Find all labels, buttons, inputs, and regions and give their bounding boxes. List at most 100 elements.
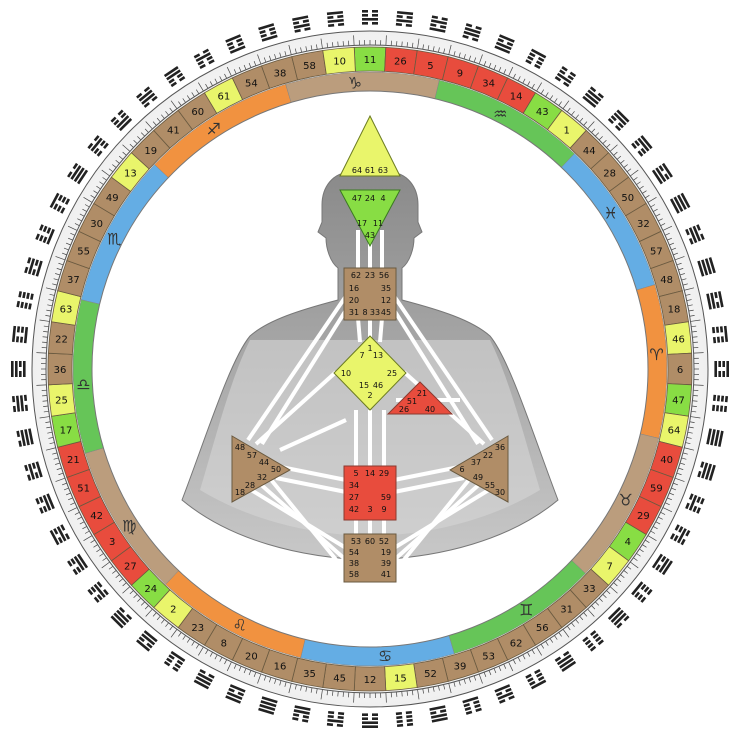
- center-gate-number: 20: [349, 296, 359, 305]
- zodiac-symbol: ♊: [519, 601, 533, 620]
- gate-number: 56: [536, 623, 549, 634]
- gate-number: 55: [77, 246, 90, 257]
- gate-number: 21: [67, 455, 80, 466]
- zodiac-symbol: ♏: [107, 230, 121, 249]
- zodiac-symbol: ♑: [348, 73, 362, 92]
- hexagram-icon: [292, 705, 311, 722]
- center-gate-number: 35: [381, 284, 391, 293]
- center-gate-number: 13: [373, 351, 383, 360]
- gate-number: 45: [333, 674, 346, 685]
- hexagram-icon: [712, 326, 728, 343]
- hexagram-icon: [685, 493, 705, 513]
- hexagram-icon: [706, 291, 723, 310]
- gate-number: 6: [677, 365, 683, 376]
- hexagram-icon: [582, 86, 604, 107]
- center-gate-number: 56: [379, 271, 389, 280]
- center-gate-number: 29: [379, 469, 389, 478]
- hexagram-icon: [87, 135, 108, 157]
- center-gate-number: 9: [381, 505, 386, 514]
- zodiac-symbol: ♈: [649, 345, 663, 364]
- hexagram-icon: [12, 395, 28, 412]
- hexagram-icon: [494, 684, 514, 704]
- gate-number: 33: [583, 584, 596, 595]
- hexagram-icon: [670, 193, 690, 214]
- hexagram-icon: [555, 651, 576, 672]
- center-gate-number: 23: [365, 271, 375, 280]
- hexagram-icon: [706, 428, 723, 447]
- center-gate-number: 2: [367, 391, 372, 400]
- center-gate-number: 60: [365, 537, 375, 546]
- hexagram-icon: [396, 711, 413, 727]
- gate-number: 13: [124, 168, 137, 179]
- zodiac-symbol: ♎: [76, 375, 90, 394]
- gate-number: 38: [274, 68, 287, 79]
- gate-number: 27: [124, 562, 137, 573]
- hexagram-icon: [164, 66, 185, 87]
- hexagram-icon: [697, 461, 716, 481]
- center-gate-number: 26: [399, 405, 409, 414]
- gate-number: 25: [55, 395, 68, 406]
- center-gate-number: 54: [349, 548, 359, 557]
- hexagram-icon: [582, 630, 604, 651]
- hexagram-icon: [462, 696, 482, 715]
- gate-number: 32: [637, 219, 650, 230]
- center-gate-number: 48: [235, 443, 245, 452]
- gate-number: 30: [90, 219, 103, 230]
- hexagram-icon: [429, 15, 448, 32]
- gate-number: 15: [394, 674, 407, 685]
- center-gate-number: 47: [352, 194, 362, 203]
- center-gate-number: 3: [367, 505, 372, 514]
- center-gate-number: 55: [485, 481, 495, 490]
- hexagram-icon: [110, 109, 132, 131]
- center-gate-number: 62: [351, 271, 361, 280]
- hexagram-icon: [494, 34, 514, 54]
- hexagram-icon: [462, 23, 482, 42]
- gate-number: 4: [625, 537, 631, 548]
- gate-number: 63: [60, 305, 73, 316]
- center-gate-number: 57: [247, 451, 257, 460]
- center-gate-number: 46: [373, 381, 383, 390]
- gate-number: 49: [106, 193, 119, 204]
- center-gate-number: 24: [365, 194, 375, 203]
- gate-number: 2: [170, 605, 176, 616]
- gate-number: 20: [245, 651, 258, 662]
- gate-number: 7: [606, 562, 612, 573]
- hexagram-icon: [670, 524, 690, 545]
- gate-number: 48: [660, 275, 673, 286]
- center-gate-number: 49: [473, 473, 483, 482]
- zodiac-symbol: ♓: [604, 204, 618, 223]
- hexagram-icon: [50, 524, 70, 545]
- center-gate-number: 64: [352, 166, 362, 175]
- center-gate-number: 19: [381, 548, 391, 557]
- hexagram-icon: [362, 10, 378, 25]
- gate-number: 57: [650, 246, 663, 257]
- hexagram-icon: [136, 86, 158, 107]
- hexagram-icon: [652, 163, 673, 184]
- hexagram-icon: [16, 291, 33, 310]
- center-gate-number: 6: [459, 465, 464, 474]
- gate-number: 26: [394, 56, 407, 67]
- gate-number: 35: [303, 669, 316, 680]
- center-gate-number: 21: [417, 389, 427, 398]
- hexagram-icon: [12, 326, 28, 343]
- gate-number: 47: [672, 395, 685, 406]
- gate-number: 39: [454, 662, 467, 673]
- hexagram-icon: [225, 34, 245, 54]
- gate-number: 34: [482, 79, 495, 90]
- gate-number: 22: [55, 335, 68, 346]
- hexagram-icon: [35, 493, 55, 513]
- hexagram-icon: [327, 711, 344, 727]
- hexagram-icon: [194, 669, 215, 689]
- center-gate-number: 41: [381, 570, 391, 579]
- gate-number: 61: [217, 92, 230, 103]
- gate-number: 29: [637, 511, 650, 522]
- zodiac-symbol: ♍: [122, 516, 136, 535]
- hexagram-icon: [631, 581, 652, 603]
- gate-number: 44: [583, 146, 596, 157]
- center-gate-number: 52: [379, 537, 389, 546]
- gate-number: 16: [274, 662, 287, 673]
- center-gate-number: 31: [349, 308, 359, 317]
- center-gate-number: 1: [367, 344, 372, 353]
- hexagram-icon: [87, 581, 108, 603]
